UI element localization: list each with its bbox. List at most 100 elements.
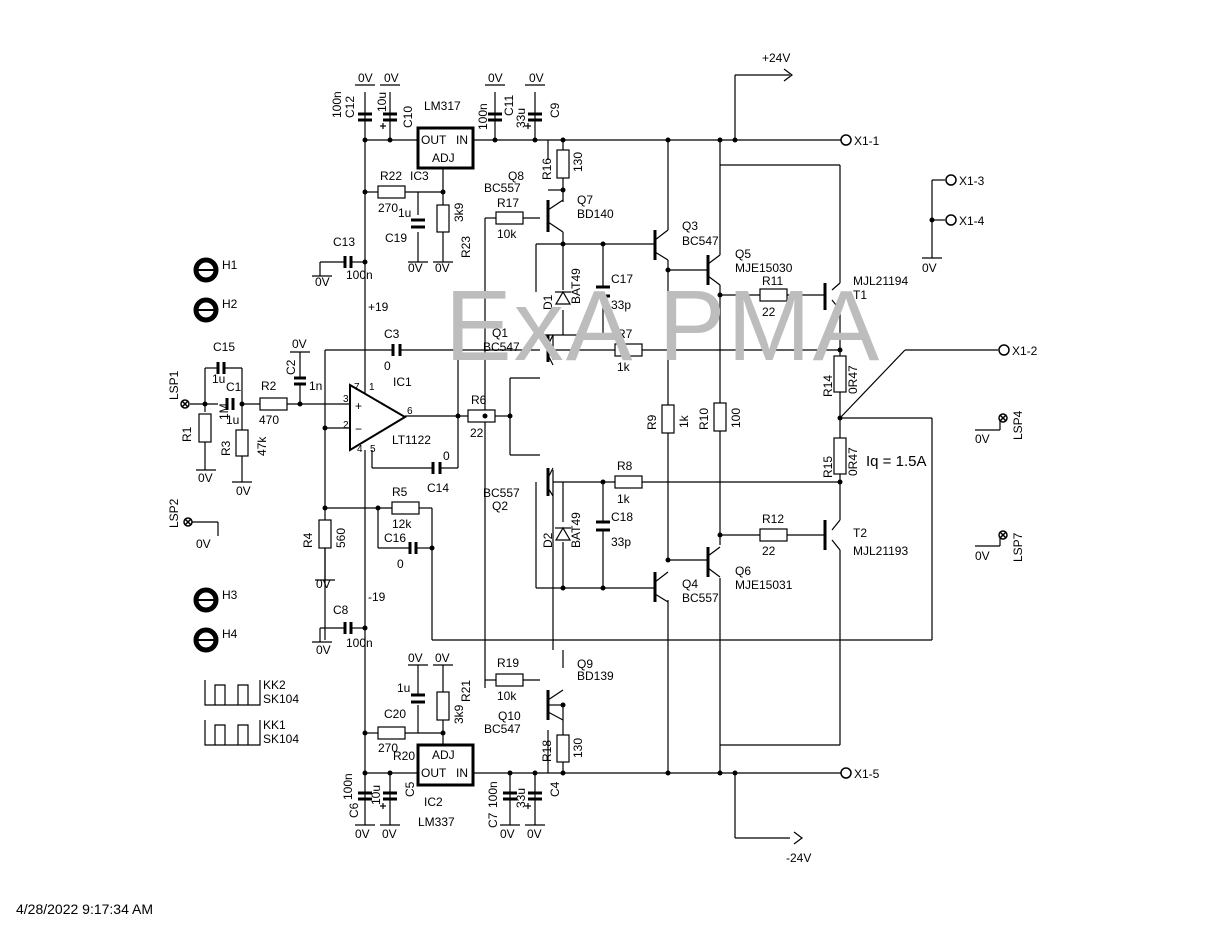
svg-text:0V: 0V (488, 71, 503, 85)
svg-text:C6: C6 (347, 802, 361, 818)
svg-text:0V: 0V (355, 827, 370, 841)
svg-text:R16: R16 (540, 158, 554, 180)
svg-text:BC547: BC547 (484, 722, 521, 736)
svg-text:0V: 0V (198, 471, 213, 485)
svg-text:BD140: BD140 (577, 207, 614, 221)
svg-text:0R47: 0R47 (846, 447, 860, 476)
svg-text:C4: C4 (548, 781, 562, 797)
svg-text:1u: 1u (226, 413, 239, 427)
svg-text:D1: D1 (541, 294, 555, 310)
svg-text:KK2: KK2 (263, 678, 286, 692)
svg-text:R7: R7 (617, 327, 633, 341)
svg-text:0V: 0V (975, 432, 990, 446)
svg-text:R15: R15 (821, 456, 835, 478)
svg-text:X1-3: X1-3 (959, 174, 985, 188)
svg-text:MJE15031: MJE15031 (735, 578, 793, 592)
svg-text:R20: R20 (393, 749, 415, 763)
svg-text:1M: 1M (217, 403, 231, 420)
svg-text:560: 560 (334, 528, 348, 548)
svg-text:2: 2 (343, 420, 349, 431)
svg-text:0: 0 (384, 359, 391, 373)
transistor-bars (546, 200, 827, 720)
svg-text:−: − (355, 422, 362, 436)
svg-text:OUT: OUT (421, 133, 447, 147)
svg-text:LM337: LM337 (418, 815, 455, 829)
svg-text:H3: H3 (222, 588, 238, 602)
component-labels: 0V 0V 0V 0V 100n C12 10u C1 0 100n C11 33… (167, 51, 1038, 865)
svg-text:0V: 0V (315, 275, 330, 289)
svg-text:LT1122: LT1122 (392, 433, 431, 447)
svg-text:OUT: OUT (421, 766, 447, 780)
x1-3-terminal-icon (945, 174, 957, 186)
svg-text:ADJ: ADJ (432, 748, 455, 762)
svg-text:C8: C8 (333, 603, 349, 617)
svg-text:IN: IN (456, 766, 468, 780)
watermark-text: ExA PMA (445, 270, 881, 382)
transistor-legs (547, 199, 721, 721)
resistor-bodies (198, 149, 847, 763)
svg-text:MJL21194: MJL21194 (853, 274, 908, 288)
svg-text:C20: C20 (384, 707, 406, 721)
svg-text:100n: 100n (486, 781, 500, 808)
svg-text:100: 100 (729, 408, 743, 428)
svg-text:+: + (355, 399, 362, 413)
capacitor-plates (216, 112, 610, 801)
svg-text:-19: -19 (368, 590, 386, 604)
svg-text:BC547: BC547 (682, 234, 719, 248)
svg-text:130: 130 (571, 152, 585, 172)
svg-text:C12: C12 (343, 96, 357, 118)
svg-text:SK104: SK104 (263, 732, 299, 746)
svg-text:7: 7 (354, 382, 360, 393)
polarity-marks (380, 123, 531, 809)
svg-text:X1-5: X1-5 (854, 767, 880, 781)
svg-text:100n: 100n (346, 268, 373, 282)
svg-text:C2: C2 (284, 359, 298, 375)
svg-text:BC557: BC557 (483, 486, 520, 500)
connector-terminals (840, 134, 1010, 779)
svg-text:-24V: -24V (786, 851, 811, 865)
x1-4-terminal-icon (945, 214, 957, 226)
svg-text:33u: 33u (514, 108, 528, 128)
svg-text:Q3: Q3 (682, 219, 698, 233)
svg-text:Q5: Q5 (735, 247, 751, 261)
diode-d1 (554, 290, 572, 305)
svg-text:MJL21193: MJL21193 (853, 544, 908, 558)
svg-text:0V: 0V (236, 484, 251, 498)
svg-text:+24V: +24V (762, 51, 790, 65)
svg-text:T1: T1 (853, 288, 867, 302)
svg-text:IC3: IC3 (410, 169, 429, 183)
svg-text:1k: 1k (617, 360, 631, 374)
svg-text:1k: 1k (677, 414, 691, 428)
svg-text:0V: 0V (408, 651, 423, 665)
svg-text:47k: 47k (255, 436, 269, 456)
svg-text:H1: H1 (222, 258, 238, 272)
svg-text:100n: 100n (341, 773, 355, 800)
svg-text:C1: C1 (226, 380, 242, 394)
svg-text:22: 22 (762, 544, 776, 558)
svg-text:Q6: Q6 (735, 564, 751, 578)
svg-text:R21: R21 (459, 680, 473, 702)
svg-text:C9: C9 (548, 102, 562, 118)
svg-text:1k: 1k (617, 492, 631, 506)
svg-text:1u: 1u (398, 206, 411, 220)
svg-text:X1-2: X1-2 (1012, 344, 1038, 358)
svg-text:0: 0 (443, 449, 450, 463)
svg-text:C15: C15 (213, 340, 235, 354)
svg-text:R18: R18 (540, 740, 554, 762)
svg-text:0V: 0V (382, 827, 397, 841)
svg-text:R22: R22 (380, 169, 402, 183)
svg-text:10u: 10u (375, 92, 389, 112)
mounting-holes (193, 257, 219, 653)
print-timestamp: 4/28/2022 9:17:34 AM (16, 901, 153, 917)
svg-text:H4: H4 (222, 627, 238, 641)
svg-text:MJE15030: MJE15030 (735, 261, 793, 275)
svg-text:1u: 1u (397, 681, 410, 695)
svg-text:Iq = 1.5A: Iq = 1.5A (866, 453, 926, 470)
svg-text:C11: C11 (502, 95, 516, 116)
x1-2-terminal-icon (998, 344, 1010, 356)
svg-text:R1: R1 (180, 426, 194, 442)
svg-text:0V: 0V (358, 71, 373, 85)
svg-text:Q10: Q10 (498, 709, 521, 723)
svg-text:Q9: Q9 (577, 657, 593, 671)
svg-text:Q2: Q2 (492, 499, 508, 513)
